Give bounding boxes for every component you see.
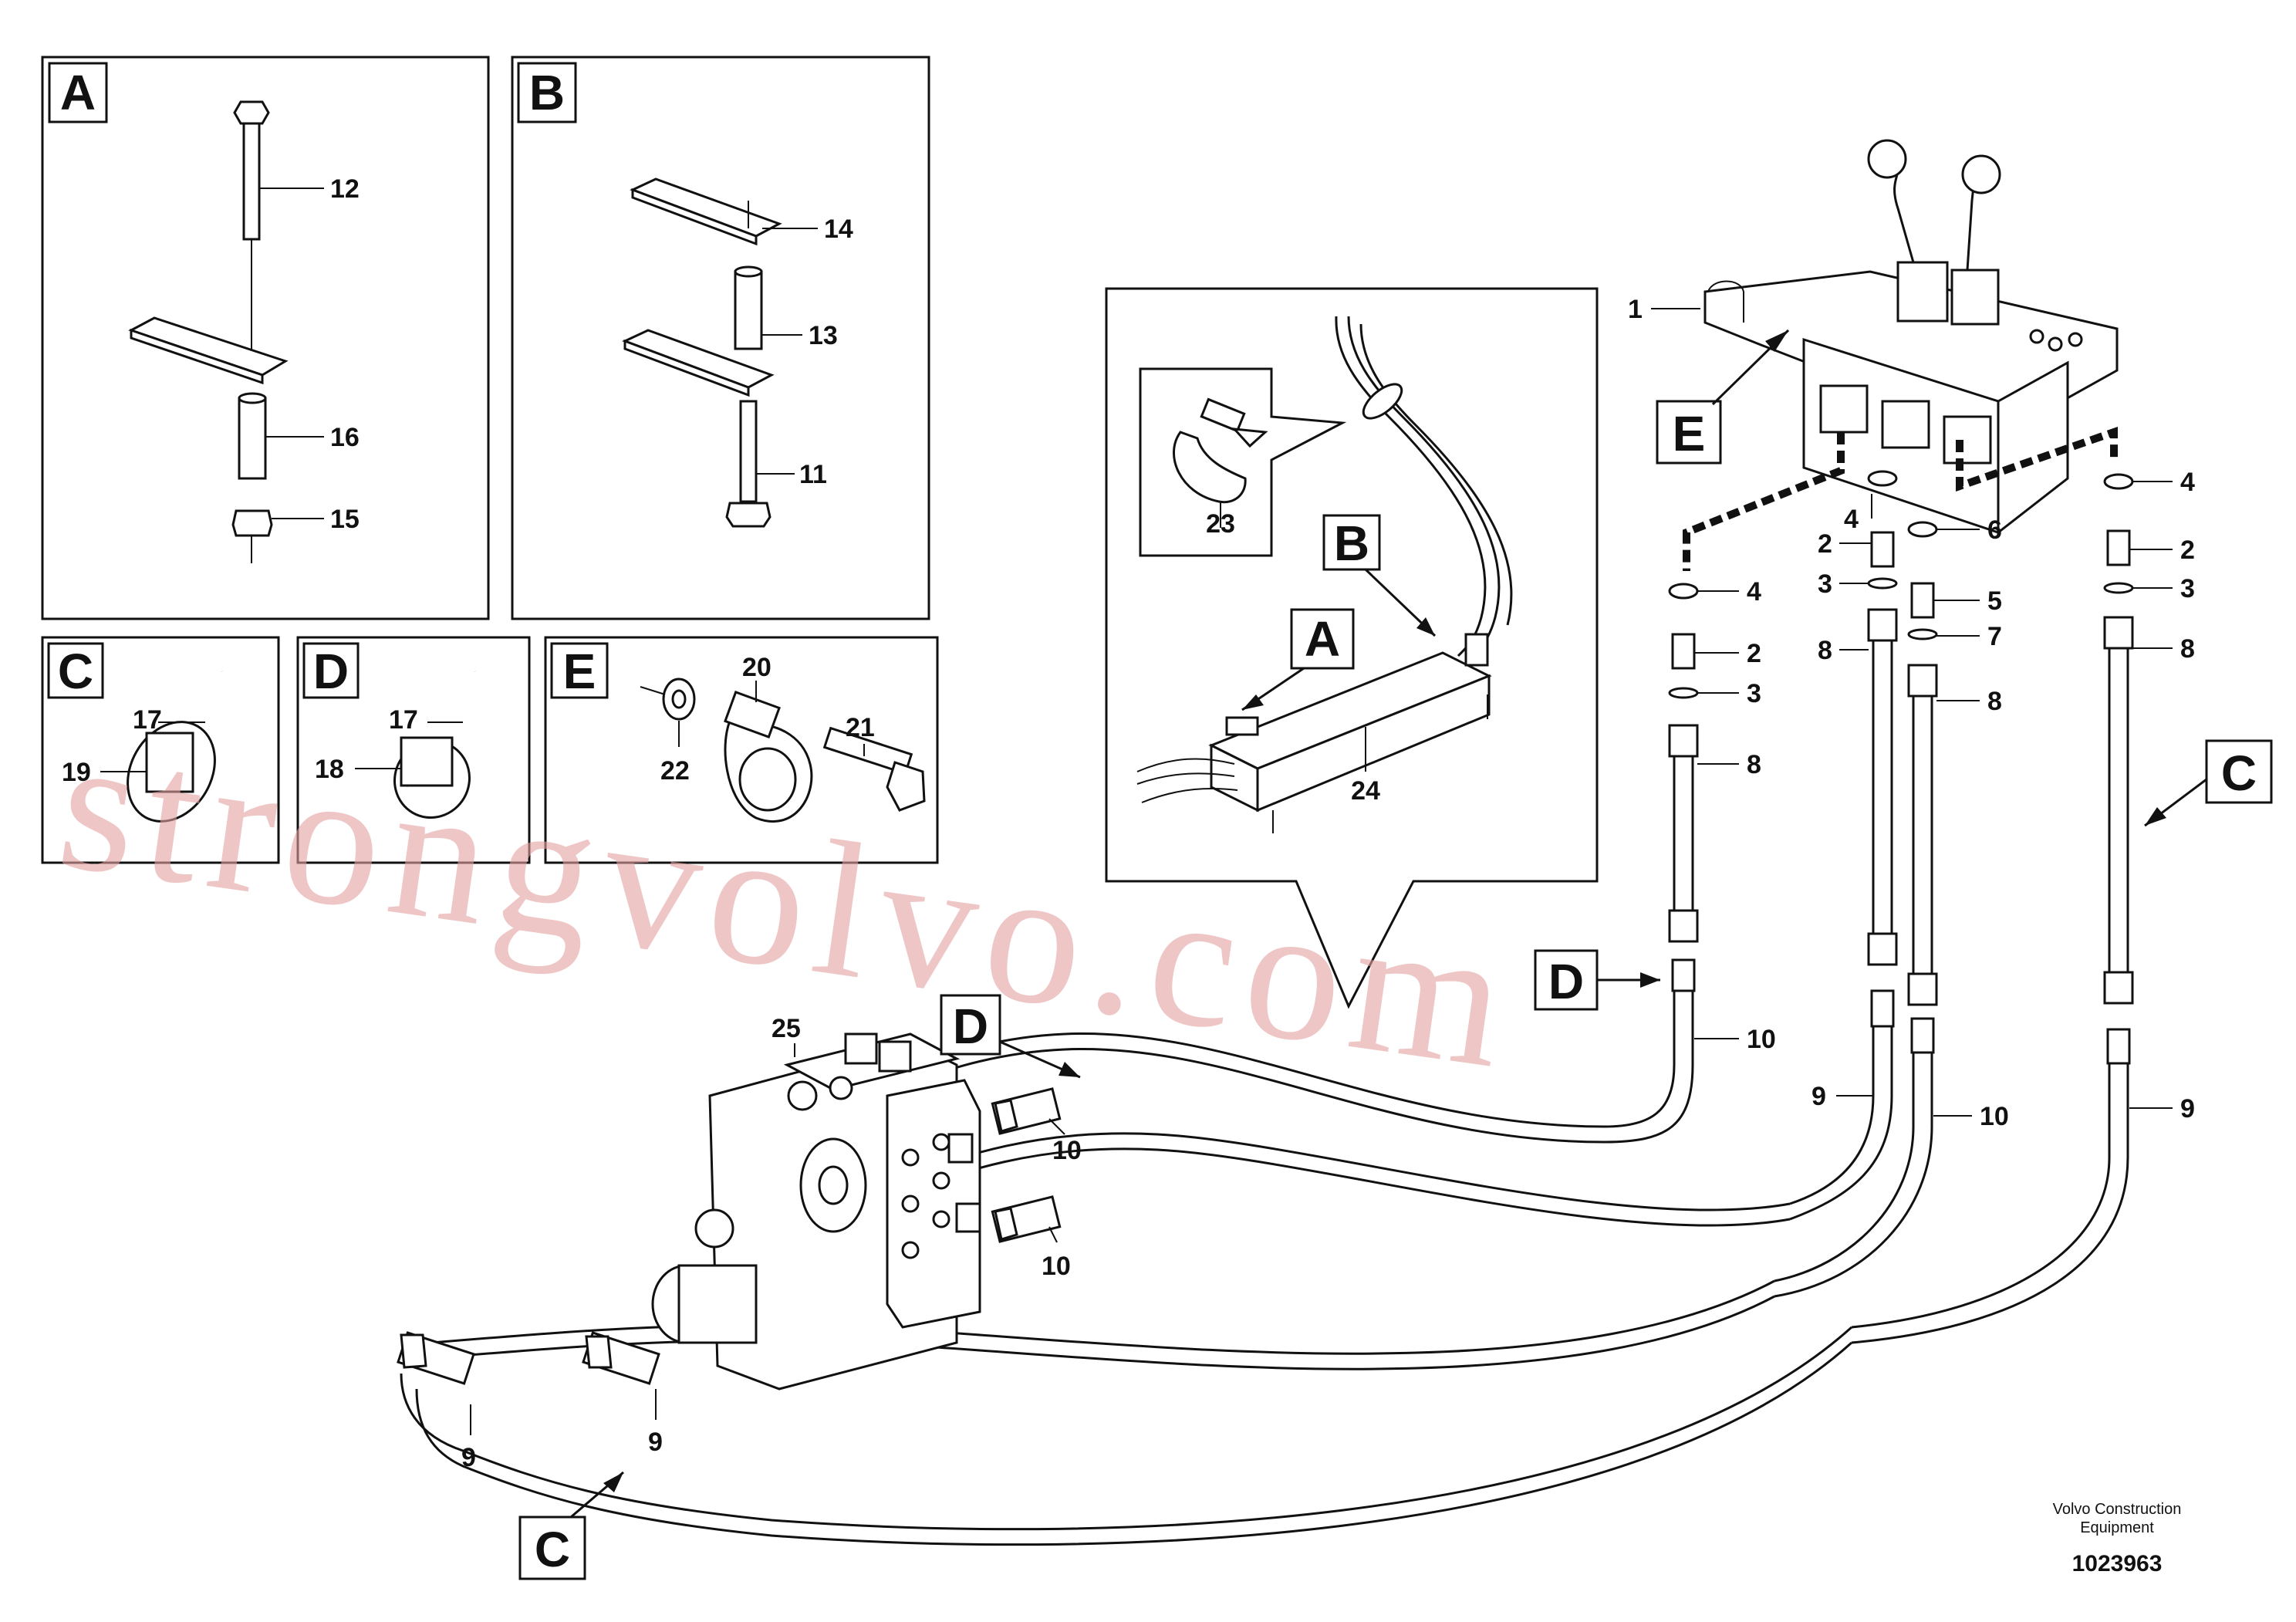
label-right-2: 2 [2180, 536, 2195, 565]
callout-tag-a: A [1305, 611, 1340, 667]
label-right-3: 3 [2180, 574, 2195, 603]
panel-e-letter: E [563, 644, 596, 699]
callout-tag-b: B [1334, 515, 1369, 571]
panel-a: A 12 16 15 [41, 56, 490, 620]
tag-c-right: C [2144, 739, 2273, 827]
label-valve-10a: 10 [1052, 1136, 1082, 1165]
credit-line-2: Equipment [2080, 1519, 2154, 1536]
svg-text:C: C [2221, 745, 2257, 801]
label-right-4: 4 [2180, 468, 2195, 497]
label-11: 11 [799, 460, 827, 489]
tag-d-left: D [940, 994, 1081, 1079]
label-mid-4: 4 [1844, 505, 1859, 534]
main-valve: 25 [651, 1014, 981, 1391]
label-23: 23 [1206, 509, 1235, 539]
label-right-9: 9 [2180, 1094, 2195, 1124]
callout-bubble: 23 24 B A [1105, 287, 1599, 1009]
label-left-10: 10 [1747, 1025, 1776, 1054]
panel-a-letter: A [60, 65, 96, 120]
label-left-4: 4 [1747, 577, 1761, 607]
label-17-d: 17 [389, 705, 418, 735]
label-col6-8: 8 [1987, 687, 2002, 716]
tag-e: E [1673, 406, 1706, 461]
label-15: 15 [330, 505, 360, 534]
label-19: 19 [62, 758, 91, 787]
label-25: 25 [772, 1014, 801, 1043]
hose-column-left: 4 2 3 8 10 [1604, 577, 1776, 1144]
label-14: 14 [824, 215, 853, 244]
label-right-8: 8 [2180, 634, 2195, 664]
svg-text:D: D [1548, 954, 1584, 1009]
label-col6-7: 7 [1987, 622, 2002, 651]
hose-column-six: 6 5 7 8 10 [1774, 515, 2009, 1298]
label-mid-3: 3 [1818, 569, 1832, 599]
label-17-c: 17 [133, 705, 162, 735]
label-22: 22 [660, 756, 690, 786]
panel-d-letter: D [313, 644, 349, 699]
panel-d: D 17 18 [296, 636, 531, 864]
tag-c-bottom: C [518, 1471, 624, 1580]
panel-b-letter: B [529, 65, 565, 120]
hose-column-right: 4 2 3 8 9 [1851, 468, 2195, 1344]
label-col6-5: 5 [1987, 586, 2002, 616]
panel-b: B 14 13 11 [511, 56, 930, 620]
label-18: 18 [315, 755, 344, 784]
credit-line-1: Volvo Construction [2053, 1501, 2182, 1518]
label-16: 16 [330, 423, 360, 452]
valve-fittings: 10 10 9 9 [397, 1087, 1082, 1472]
label-mid-8: 8 [1818, 636, 1832, 665]
label-24: 24 [1351, 776, 1380, 806]
doc-number: 1023963 [2072, 1551, 2163, 1576]
label-valve-9b: 9 [648, 1428, 663, 1457]
panel-c-letter: C [58, 644, 93, 699]
label-valve-9a: 9 [461, 1443, 476, 1472]
label-valve-10b: 10 [1042, 1252, 1071, 1281]
svg-text:D: D [953, 999, 988, 1054]
label-13: 13 [809, 321, 838, 350]
svg-text:C: C [535, 1522, 570, 1577]
label-20: 20 [742, 653, 772, 682]
tag-d-right: D [1534, 949, 1660, 1011]
label-mid-2: 2 [1818, 529, 1832, 559]
panel-c: C 17 19 [41, 636, 280, 864]
control-block: 1 E [1628, 139, 2119, 536]
label-6: 6 [1987, 515, 2002, 545]
label-col6-10: 10 [1980, 1102, 2009, 1131]
label-mid-9: 9 [1811, 1082, 1826, 1111]
label-21: 21 [846, 713, 875, 742]
footer: Volvo Construction Equipment 1023963 [2053, 1501, 2182, 1576]
label-left-8: 8 [1747, 750, 1761, 779]
hose-column-mid: 4 2 3 8 9 [1789, 470, 1898, 1221]
label-1: 1 [1628, 295, 1643, 324]
panel-e: E 20 21 22 [544, 636, 939, 864]
label-12: 12 [330, 174, 360, 204]
label-left-3: 3 [1747, 679, 1761, 708]
label-left-2: 2 [1747, 639, 1761, 668]
